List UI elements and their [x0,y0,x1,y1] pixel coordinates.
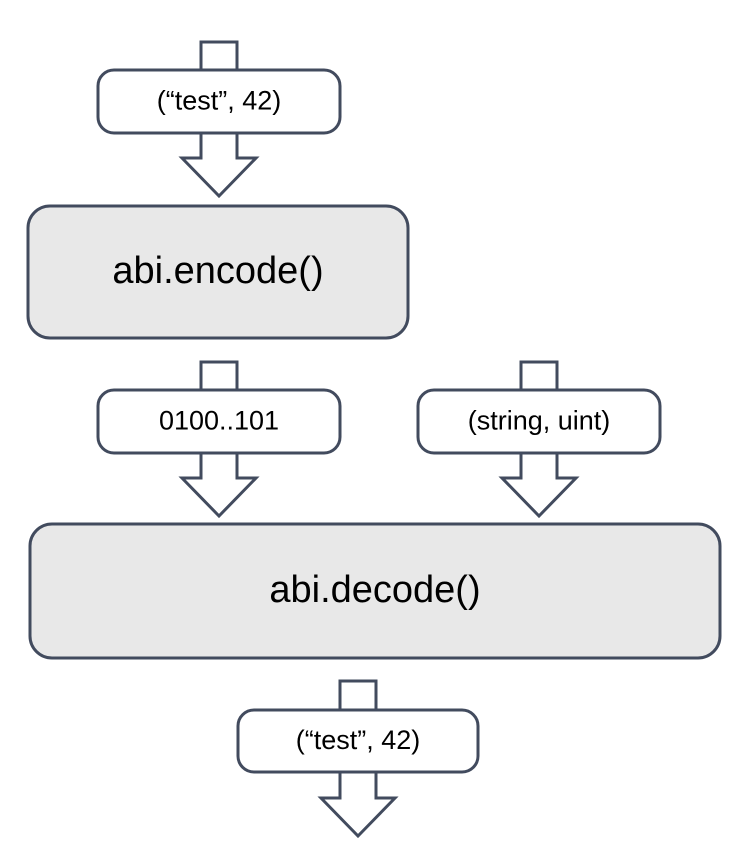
data-box[interactable] [96,388,342,455]
connector-stub-into-encoded-bytes [199,360,239,392]
connector-arrow-decode-output-down [317,770,399,839]
arrow-shaft-stub [519,360,559,392]
node-label-encoded-bytes: 0100..101 [159,406,279,436]
connector-arrow-type-to-decode [498,451,580,519]
data-box[interactable] [236,708,480,774]
connector-arrow-input-to-encode [178,131,260,199]
node-label-output-tuple: (“test”, 42) [296,725,421,755]
node-input-tuple[interactable]: (“test”, 42) [96,68,342,135]
process-box[interactable] [28,522,722,660]
arrow-shaft-stub [338,679,378,712]
arrow-shaft-stub [199,40,239,72]
node-label-type-tuple: (string, uint) [468,406,611,436]
data-box[interactable] [96,68,342,135]
node-abi-decode[interactable]: abi.decode() [28,522,722,660]
node-label-abi-encode: abi.encode() [112,250,323,292]
node-label-input-tuple: (“test”, 42) [157,86,282,116]
arrow-down-glyph [317,770,399,839]
arrow-down-glyph [498,451,580,519]
node-label-abi-decode: abi.decode() [269,569,480,611]
data-box[interactable] [416,388,662,455]
node-encoded-bytes[interactable]: 0100..101 [96,388,342,455]
connector-stub-into-output-tuple [338,679,378,712]
node-layer: (“test”, 42) abi.encode() 0100..101 (string… [26,68,722,774]
node-type-tuple[interactable]: (string, uint) [416,388,662,455]
connector-layer [178,40,580,839]
arrow-shaft-stub [199,360,239,392]
connector-stub-into-input-tuple [199,40,239,72]
connector-arrow-encoded-to-decode [178,451,260,519]
process-box[interactable] [26,204,410,340]
connector-stub-into-type-tuple [519,360,559,392]
arrow-down-glyph [178,131,260,199]
node-abi-encode[interactable]: abi.encode() [26,204,410,340]
arrow-down-glyph [178,451,260,519]
node-output-tuple[interactable]: (“test”, 42) [236,708,480,774]
